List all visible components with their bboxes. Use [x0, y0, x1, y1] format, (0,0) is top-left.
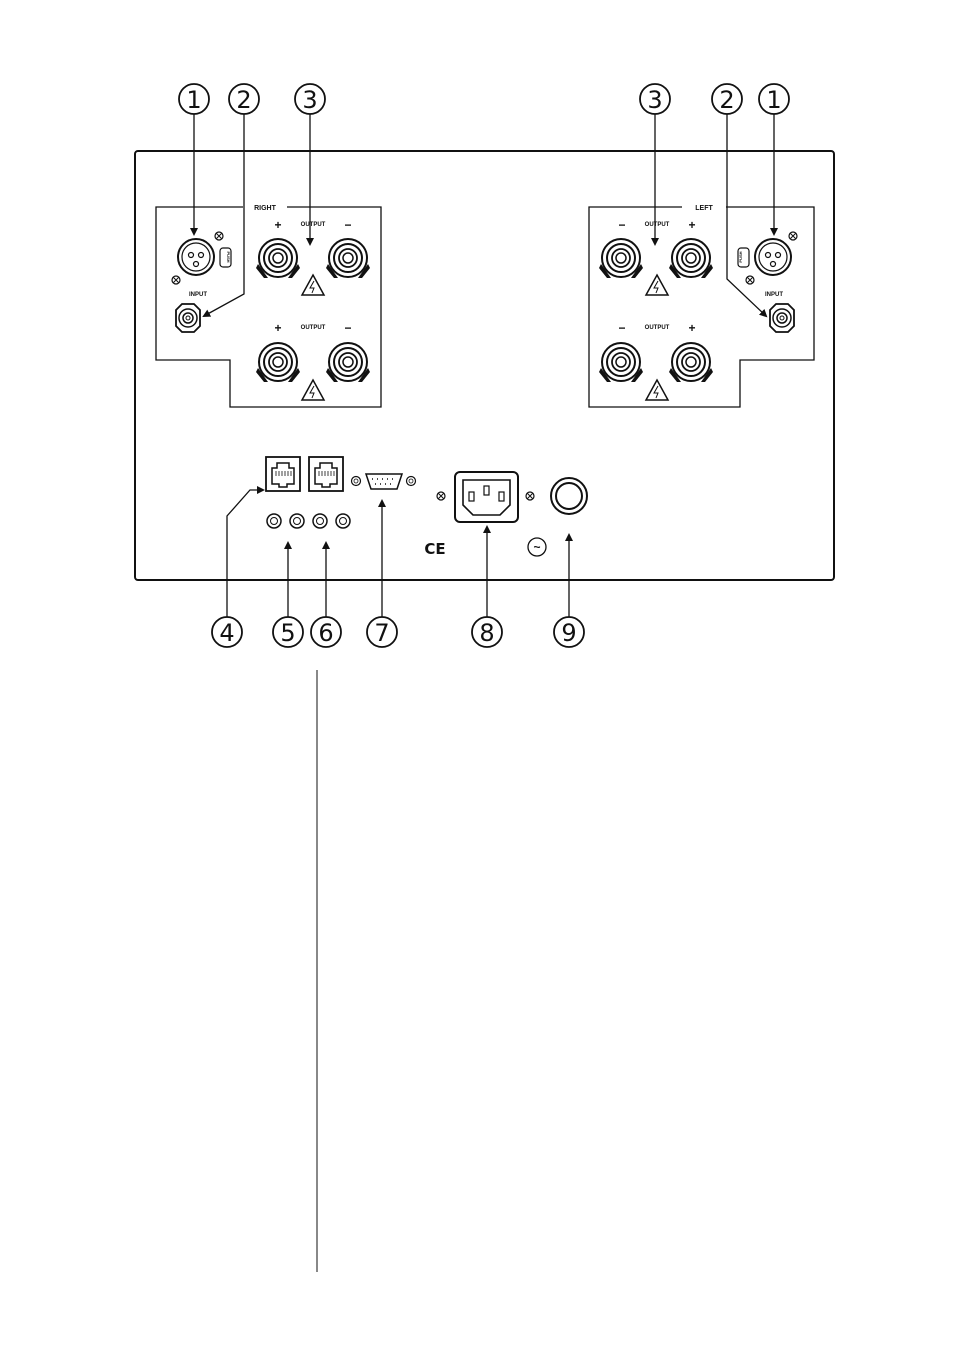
right-output-label-bottom: OUTPUT [301, 325, 326, 331]
right-speaker-post-minus-bottom[interactable] [326, 343, 370, 382]
rs232-port[interactable] [352, 474, 416, 489]
left-rca-input-connector[interactable] [770, 304, 794, 332]
left-speaker-post-plus-top[interactable] [669, 239, 713, 278]
callout-3-right: 3 [640, 84, 670, 114]
svg-text:8: 8 [479, 619, 494, 647]
svg-text:3: 3 [647, 86, 662, 114]
left-panel-label: LEFT [695, 205, 713, 212]
callout-6: 6 [311, 617, 341, 647]
callout-3-left: 3 [295, 84, 325, 114]
screw-icon [746, 276, 754, 284]
right-channel-panel: RIGHT + OUTPUT − + OUTPUT − PUSH INPUT [156, 205, 381, 407]
right-rca-input-connector[interactable] [176, 304, 200, 332]
screw-icon [526, 492, 534, 500]
right-plus-top: + [274, 218, 281, 232]
left-xlr-tag: PUSH [738, 251, 743, 262]
screw-icon [215, 232, 223, 240]
iec-power-inlet[interactable] [455, 472, 518, 522]
left-minus-top: − [618, 218, 625, 232]
callout-7: 7 [367, 617, 397, 647]
callout-1-right: 1 [759, 84, 789, 114]
left-channel-panel: LEFT − OUTPUT + − OUTPUT + PUSH INPUT [589, 205, 814, 407]
right-xlr-tag: PUSH [226, 251, 231, 262]
screw-icon [789, 232, 797, 240]
screw-icon [437, 492, 445, 500]
right-input-label: INPUT [189, 292, 207, 298]
right-plus-bottom: + [274, 321, 281, 335]
right-speaker-post-minus-top[interactable] [326, 239, 370, 278]
svg-text:3: 3 [302, 86, 317, 114]
callout-4: 4 [212, 617, 242, 647]
callout-8: 8 [472, 617, 502, 647]
left-plus-top: + [688, 218, 695, 232]
svg-text:6: 6 [318, 619, 333, 647]
svg-text:5: 5 [280, 619, 295, 647]
control-connectors: CE ~ [266, 457, 587, 558]
left-speaker-post-plus-bottom[interactable] [669, 343, 713, 382]
left-speaker-post-minus-bottom[interactable] [599, 343, 643, 382]
left-plus-bottom: + [688, 321, 695, 335]
svg-text:1: 1 [766, 86, 781, 114]
rj45-port-1[interactable] [266, 457, 300, 491]
warning-icon [302, 380, 324, 400]
ac-symbol-text: ~ [533, 540, 540, 554]
left-minus-bottom: − [618, 321, 625, 335]
right-speaker-post-plus-top[interactable] [256, 239, 300, 278]
left-speaker-post-minus-top[interactable] [599, 239, 643, 278]
left-input-label: INPUT [765, 292, 783, 298]
right-minus-bottom: − [344, 321, 351, 335]
right-panel-label: RIGHT [254, 205, 277, 212]
ce-mark: CE [424, 540, 445, 558]
callout-1-left: 1 [179, 84, 209, 114]
svg-text:4: 4 [219, 619, 234, 647]
callout-2-left: 2 [229, 84, 259, 114]
right-output-label-top: OUTPUT [301, 222, 326, 228]
right-minus-top: − [344, 218, 351, 232]
callout-5: 5 [273, 617, 303, 647]
warning-icon [646, 380, 668, 400]
svg-text:1: 1 [186, 86, 201, 114]
callout-2-right: 2 [712, 84, 742, 114]
svg-text:2: 2 [719, 86, 734, 114]
left-xlr-input-connector[interactable] [755, 239, 791, 275]
svg-text:9: 9 [561, 619, 576, 647]
warning-icon [302, 275, 324, 295]
right-speaker-post-plus-bottom[interactable] [256, 343, 300, 382]
warning-icon [646, 275, 668, 295]
svg-text:7: 7 [374, 619, 389, 647]
left-output-label-top: OUTPUT [645, 222, 670, 228]
left-output-label-bottom: OUTPUT [645, 325, 670, 331]
right-xlr-input-connector[interactable] [178, 239, 214, 275]
svg-text:2: 2 [236, 86, 251, 114]
screw-icon [172, 276, 180, 284]
power-switch[interactable] [551, 478, 587, 514]
callout-9: 9 [554, 617, 584, 647]
rj45-port-2[interactable] [309, 457, 343, 491]
